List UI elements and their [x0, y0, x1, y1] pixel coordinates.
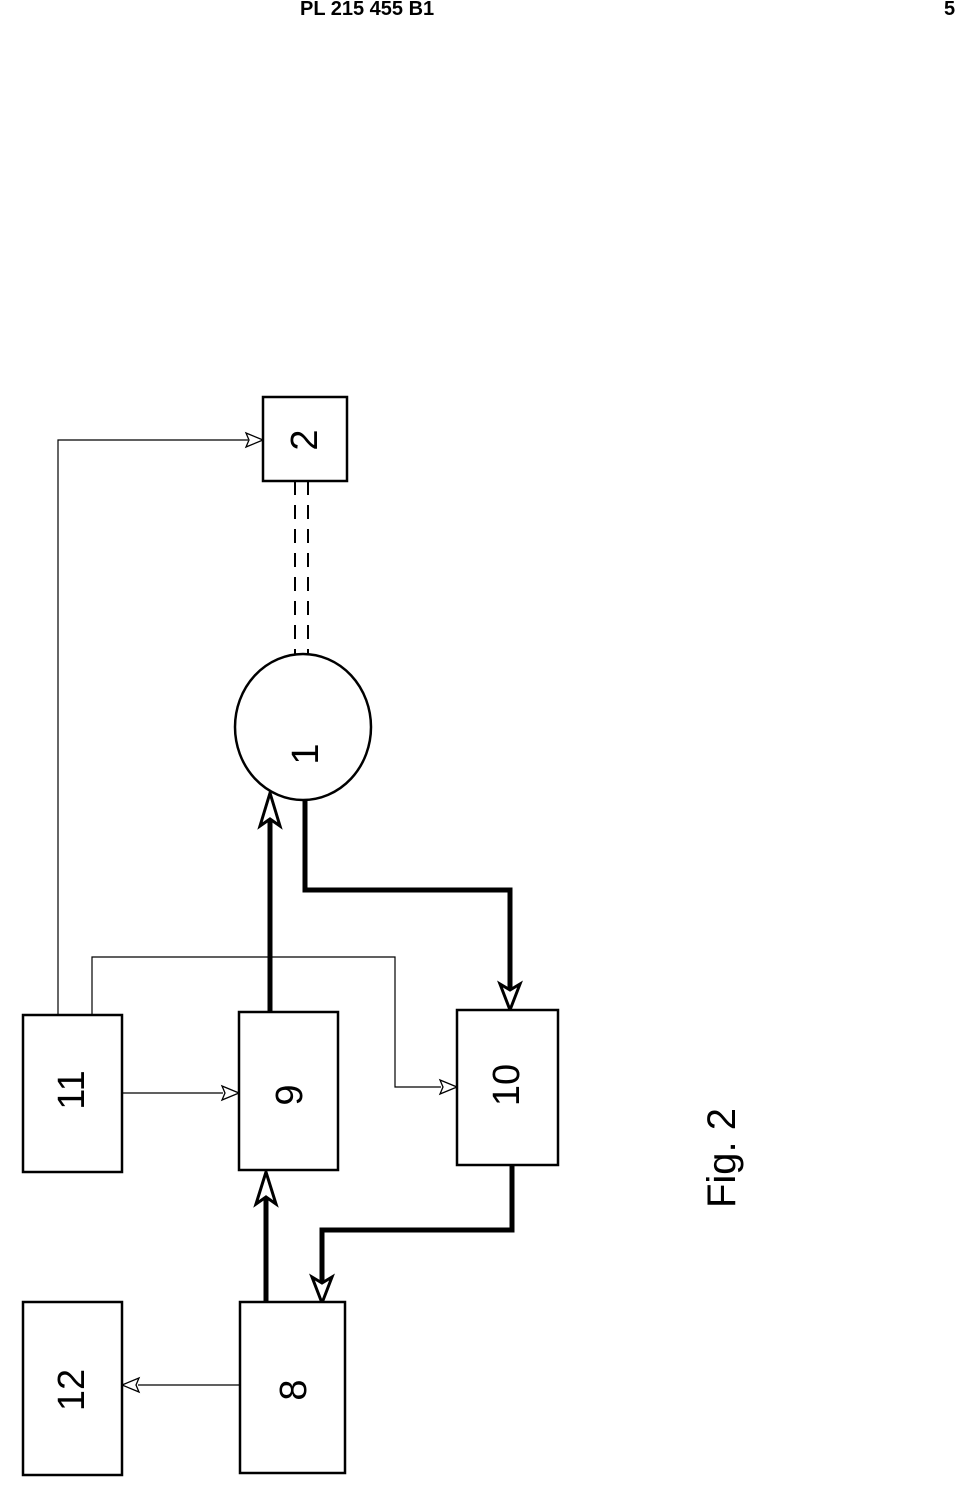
label-block-9: 9 — [269, 1084, 311, 1105]
arrow-head-into-10 — [438, 1078, 459, 1096]
label-block-10: 10 — [486, 1064, 528, 1106]
block-1 — [233, 652, 373, 802]
label-block-8: 8 — [273, 1379, 315, 1400]
arrow-head-into-1 — [257, 787, 283, 830]
page-number: 5 — [944, 0, 956, 20]
arrow-head-into-12 — [120, 1376, 141, 1394]
connector-10-to-8 — [319, 1166, 515, 1288]
block-2 — [261, 395, 349, 483]
connector-11-to-2 — [57, 439, 248, 1016]
arrow-head-into-9 — [220, 1084, 241, 1102]
arrow-head-into-8 — [309, 1273, 335, 1308]
document-number: PL 215 455 B1 — [300, 0, 435, 20]
connector-1-to-10 — [302, 800, 513, 995]
block-9 — [237, 1010, 340, 1172]
arrow-head-into-2 — [244, 431, 265, 449]
label-block-1: 1 — [285, 743, 327, 764]
arrow-head-into-9-thick — [253, 1166, 279, 1208]
label-block-11: 11 — [51, 1070, 93, 1109]
label-block-2: 2 — [284, 429, 326, 450]
arrow-head-into-10-thick — [497, 980, 523, 1015]
block-8 — [238, 1300, 347, 1475]
figure-caption: Fig. 2 — [700, 1108, 744, 1208]
block-11 — [21, 1013, 124, 1174]
label-block-12: 12 — [51, 1369, 93, 1411]
block-10 — [455, 1008, 560, 1167]
connector-11-to-10 — [91, 956, 441, 1088]
block-12 — [21, 1300, 124, 1477]
